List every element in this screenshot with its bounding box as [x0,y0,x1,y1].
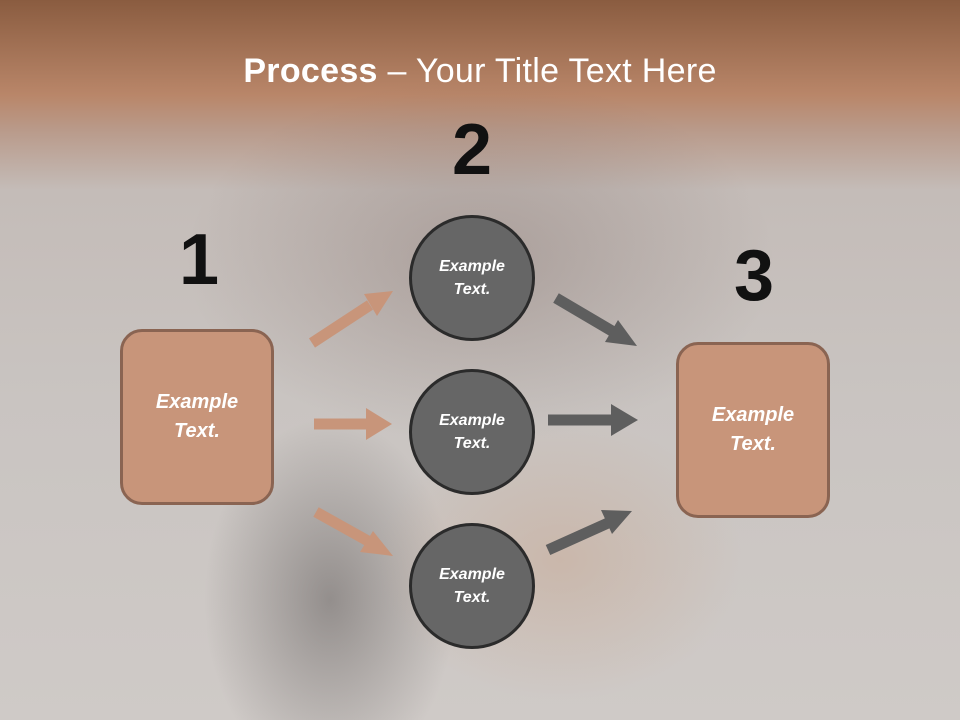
circle-bottom-label: Example Text. [439,566,505,606]
slide-title: Process – Your Title Text Here [0,52,960,91]
step-2-circle-middle[interactable]: Example Text. [409,369,535,495]
arrow-left-middle [314,408,392,440]
title-bold: Process [243,52,378,90]
step-3-label: Example Text. [711,404,795,455]
arrow-right-middle [548,404,638,436]
step-3-box[interactable]: Example Text. [676,342,830,518]
step-number-2: 2 [451,110,493,190]
step-1-box[interactable]: Example Text. [120,329,274,505]
step-1-label: Example Text. [155,391,239,442]
arrow-right-down [553,293,637,346]
circle-middle-label: Example Text. [439,412,505,452]
step-2-circle-bottom[interactable]: Example Text. [409,523,535,649]
step-2-circle-top[interactable]: Example Text. [409,215,535,341]
circle-top-label: Example Text. [439,258,505,298]
step-number-3: 3 [733,236,775,316]
arrow-left-up [308,291,393,348]
arrow-left-down [313,507,393,556]
title-rest: – Your Title Text Here [377,52,717,90]
step-number-1: 1 [178,220,220,300]
arrow-right-up [545,510,632,556]
